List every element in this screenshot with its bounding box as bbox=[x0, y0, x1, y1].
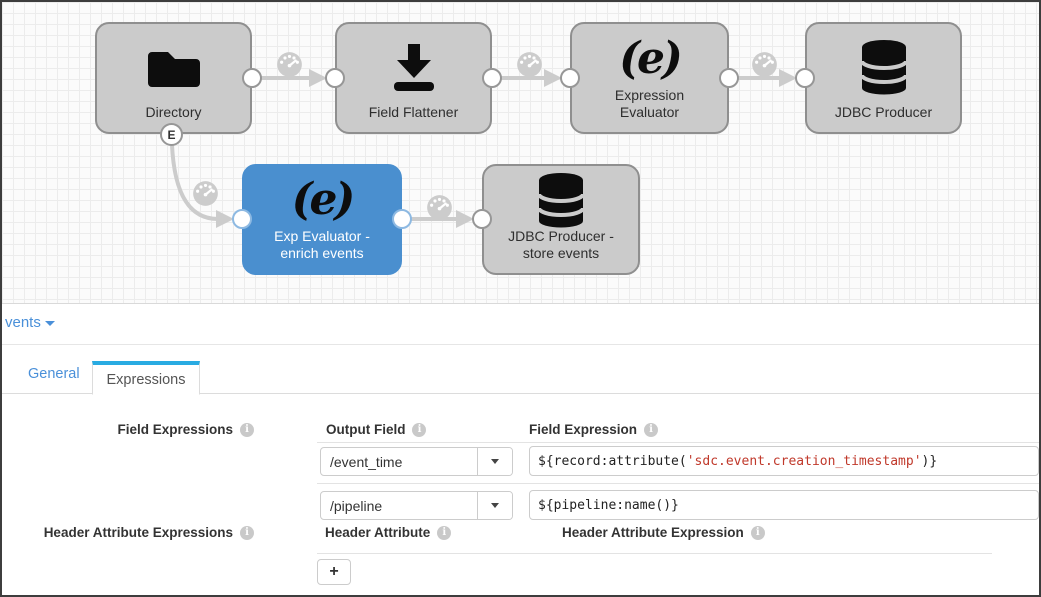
stage-selector-dropdown[interactable]: vents bbox=[5, 314, 55, 331]
link-arrowheads bbox=[216, 69, 797, 228]
node-label: JDBC Producer -store events bbox=[508, 228, 614, 261]
config-tab-bar: General Expressions bbox=[2, 345, 1039, 395]
node-label: Directory bbox=[145, 104, 202, 120]
divider bbox=[317, 553, 992, 554]
node-label: Field Flattener bbox=[368, 104, 459, 120]
info-icon[interactable]: i bbox=[437, 525, 452, 540]
gauge-icon bbox=[192, 180, 219, 207]
output-field-value[interactable]: /event_time bbox=[330, 453, 403, 470]
node-jdbc-producer-store-events[interactable]: JDBC Producer -store events bbox=[482, 164, 640, 275]
tab-general[interactable]: General bbox=[28, 366, 80, 382]
gauge-icon bbox=[276, 51, 303, 78]
directory-event-port[interactable]: E bbox=[160, 123, 183, 146]
output-field-value[interactable]: /pipeline bbox=[330, 497, 383, 514]
exp-evaluator-input-port[interactable] bbox=[232, 209, 252, 229]
divider bbox=[317, 442, 1039, 443]
tab-expressions[interactable]: Expressions bbox=[92, 361, 200, 395]
chevron-down-icon bbox=[44, 320, 55, 326]
exp-evaluator-output-port[interactable] bbox=[392, 209, 412, 229]
node-exp-evaluator-enrich-events[interactable]: (e) Exp Evaluator -enrich events bbox=[242, 164, 402, 275]
expression-icon: (e) bbox=[291, 174, 356, 225]
database-icon bbox=[860, 24, 907, 104]
jdbc-producer-store-input-port[interactable] bbox=[472, 209, 492, 229]
field-expression-input[interactable]: ${pipeline:name()} bbox=[529, 490, 1039, 520]
gauge-icon bbox=[751, 51, 778, 78]
node-field-flattener[interactable]: Field Flattener bbox=[335, 22, 492, 134]
database-icon bbox=[538, 166, 584, 228]
info-icon[interactable]: i bbox=[240, 525, 254, 540]
folder-icon bbox=[145, 24, 203, 104]
download-icon bbox=[388, 24, 440, 104]
node-label: Exp Evaluator -enrich events bbox=[274, 228, 370, 261]
output-field-combo[interactable]: /event_time bbox=[320, 447, 513, 476]
divider bbox=[317, 483, 1039, 484]
add-header-attribute-button[interactable]: + bbox=[317, 559, 351, 585]
combo-dropdown-button[interactable] bbox=[477, 448, 512, 475]
expression-evaluator-output-port[interactable] bbox=[719, 68, 739, 88]
directory-output-port[interactable] bbox=[242, 68, 262, 88]
pipeline-canvas[interactable]: Directory Field Flattener (e) Expression… bbox=[2, 2, 1039, 304]
jdbc-producer-input-port[interactable] bbox=[795, 68, 815, 88]
output-field-combo[interactable]: /pipeline bbox=[320, 491, 513, 520]
node-label: JDBC Producer bbox=[834, 104, 933, 120]
info-icon[interactable]: i bbox=[644, 422, 659, 437]
combo-dropdown-button[interactable] bbox=[477, 492, 512, 519]
info-icon[interactable]: i bbox=[412, 422, 427, 437]
gauge-icon bbox=[516, 51, 543, 78]
expression-evaluator-input-port[interactable] bbox=[560, 68, 580, 88]
field-flattener-input-port[interactable] bbox=[325, 68, 345, 88]
info-icon[interactable]: i bbox=[750, 525, 765, 540]
expression-icon: (e) bbox=[619, 32, 683, 84]
gauge-icon bbox=[426, 194, 453, 221]
info-icon[interactable]: i bbox=[240, 422, 254, 437]
node-directory[interactable]: Directory bbox=[95, 22, 252, 134]
node-jdbc-producer[interactable]: JDBC Producer bbox=[805, 22, 962, 134]
field-flattener-output-port[interactable] bbox=[482, 68, 502, 88]
field-expression-input[interactable]: ${record:attribute('sdc.event.creation_t… bbox=[529, 446, 1039, 476]
stage-selector-bar: vents bbox=[2, 305, 1039, 345]
